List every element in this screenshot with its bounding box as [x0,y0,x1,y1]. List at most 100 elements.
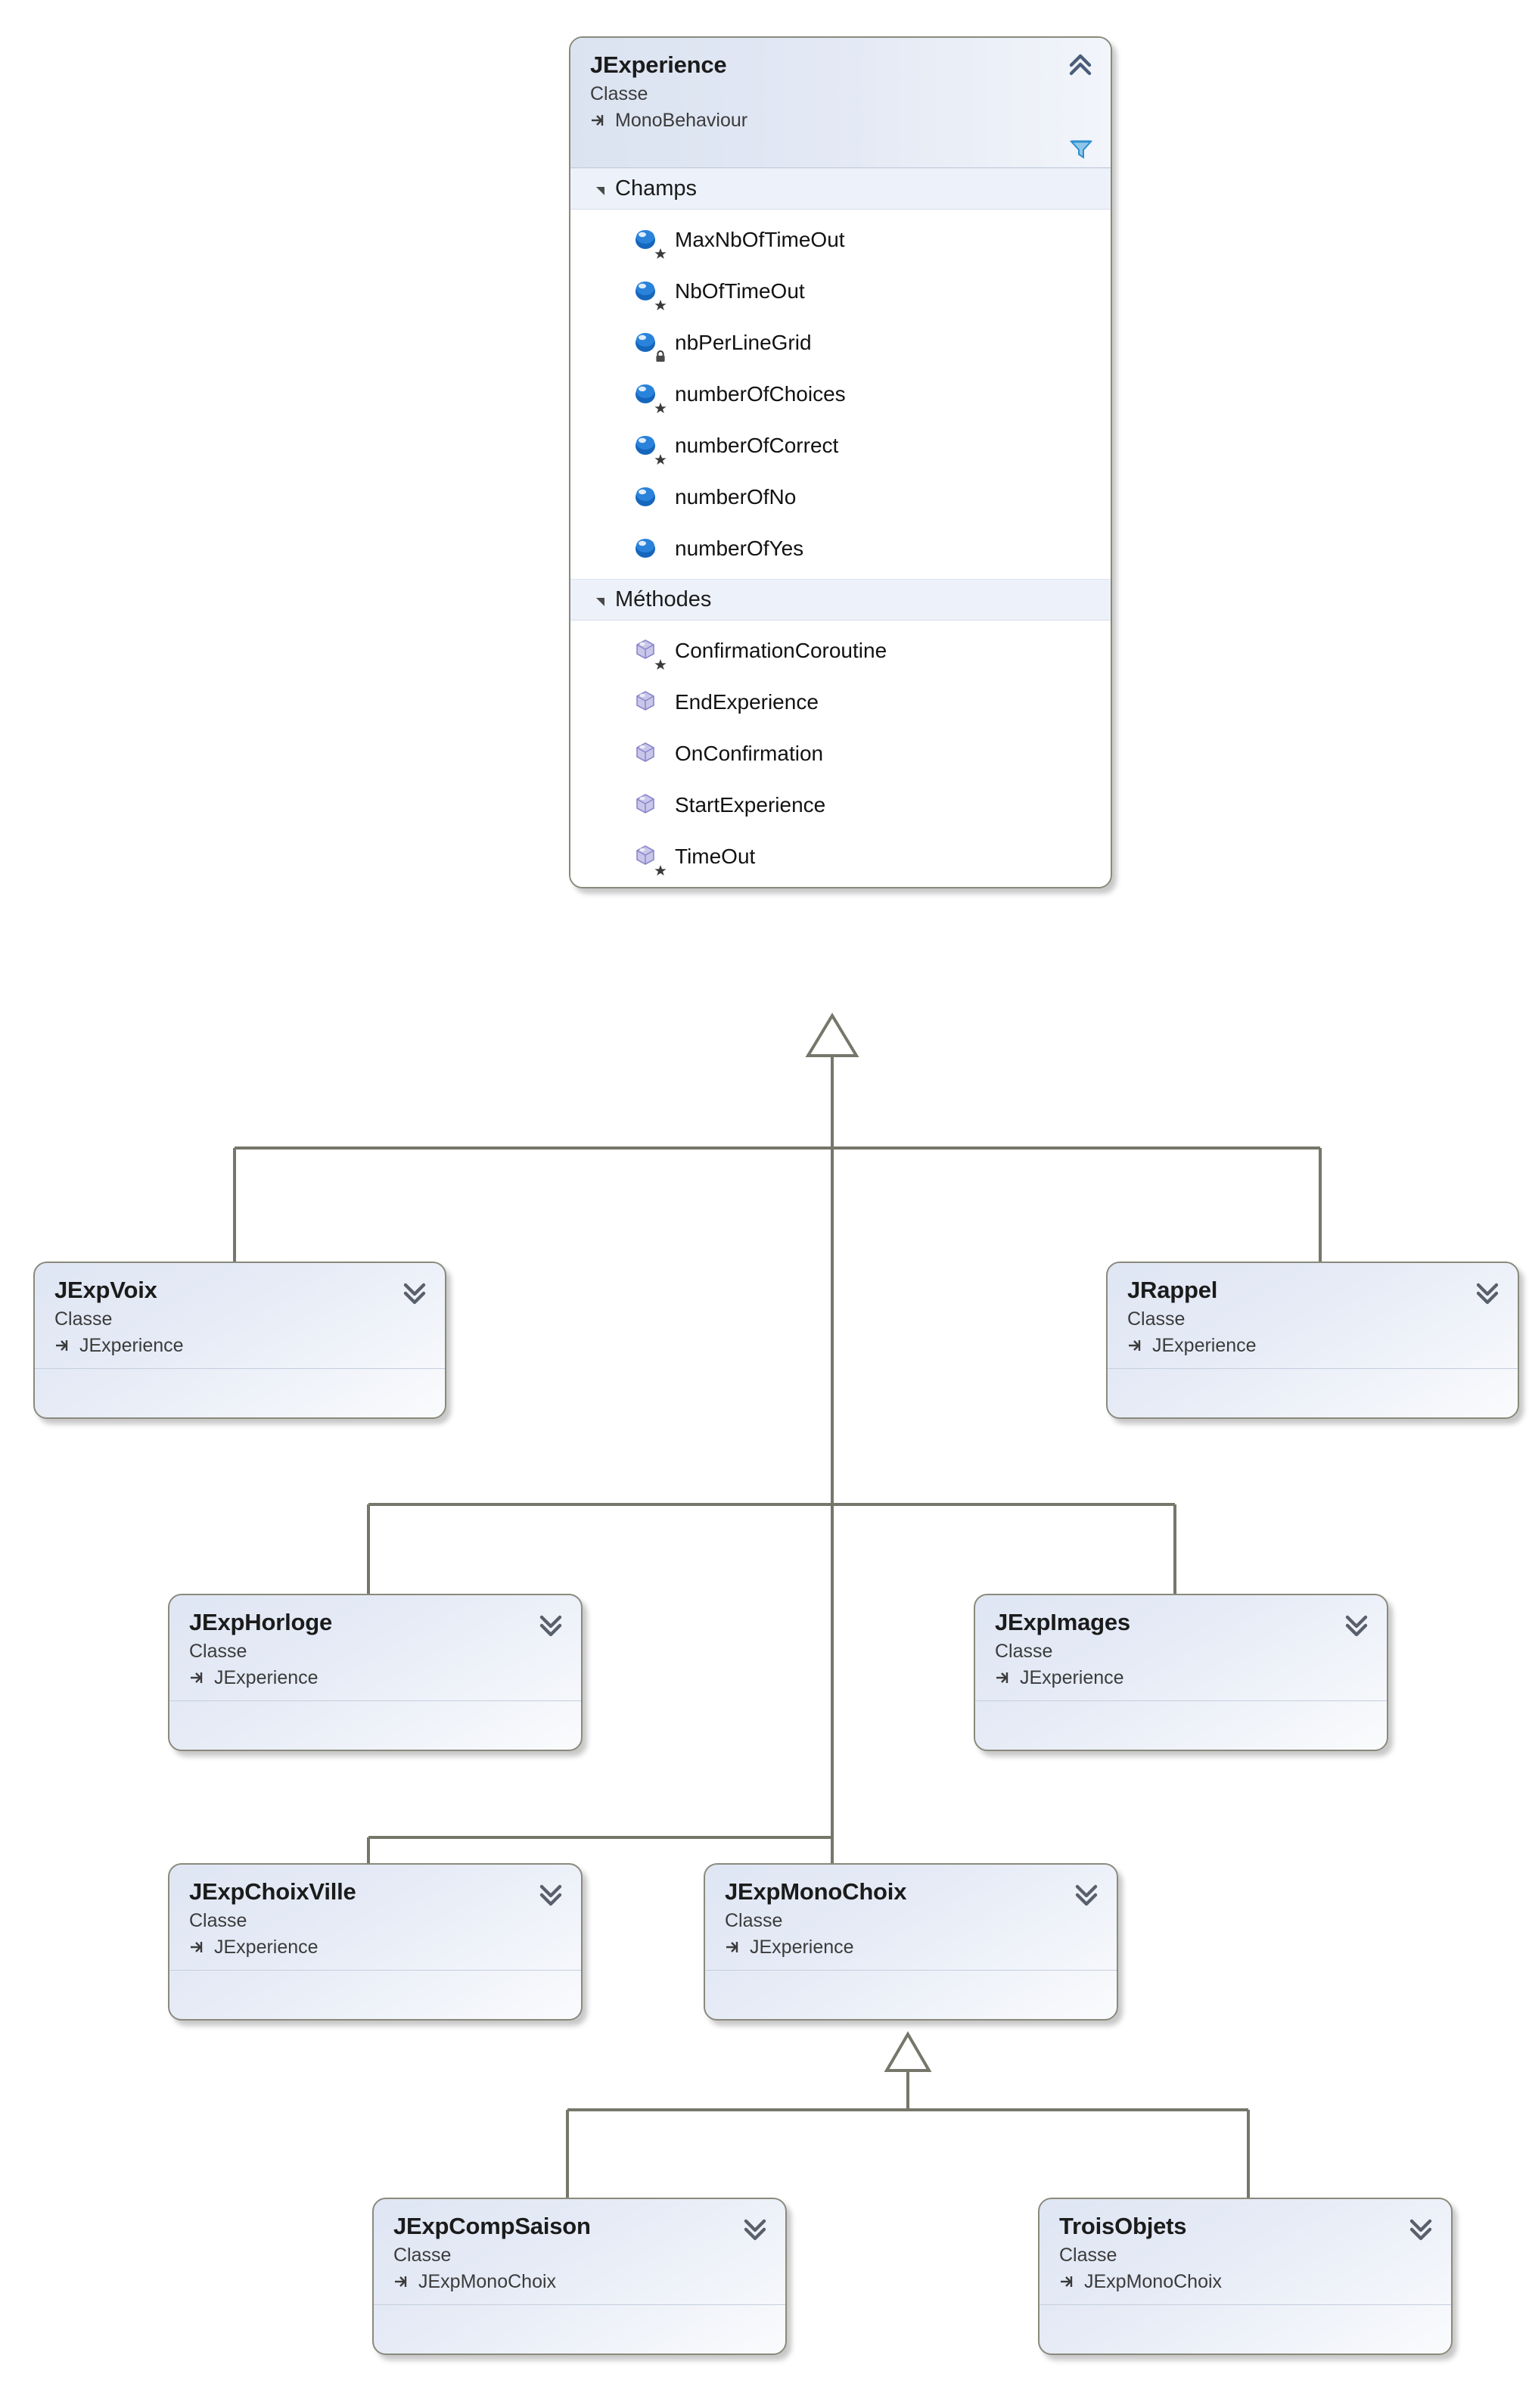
method-row[interactable]: TimeOut [570,831,1111,882]
field-row[interactable]: numberOfNo [570,471,1111,523]
class-header-jexpchoixville: JExpChoixVille Classe JExperience [169,1865,581,1971]
class-box-jexpimages[interactable]: JExpImages Classe JExperience [974,1594,1388,1751]
chevron-double-down-icon[interactable] [536,1607,566,1638]
method-list: ConfirmationCoroutine EndExperience [570,620,1111,887]
static-star-badge-icon [653,657,668,672]
class-base-row: MonoBehaviour [590,108,1091,133]
class-kind: Classe [725,1909,783,1931]
class-base-name: JExperience [214,1667,319,1689]
field-sphere-icon [632,277,667,310]
method-cube-icon [632,842,667,876]
class-title: JExpMonoChoix [725,1878,907,1905]
private-lock-badge-icon [653,349,668,364]
static-star-badge-icon [653,400,668,415]
field-row[interactable]: MaxNbOfTimeOut [570,214,1111,266]
field-name: numberOfCorrect [675,433,839,457]
inheritance-arrow-icon [1059,2273,1077,2291]
method-row[interactable]: OnConfirmation [570,728,1111,779]
chevron-double-down-icon[interactable] [1071,1877,1102,1907]
class-kind: Classe [1127,1308,1186,1330]
class-title: TroisObjets [1059,2213,1187,2239]
chevron-double-down-icon[interactable] [1406,2211,1436,2242]
class-base-name: MonoBehaviour [615,110,748,132]
inheritance-arrow-icon [725,1938,743,1956]
class-box-jexphorloge[interactable]: JExpHorloge Classe JExperience [168,1594,583,1751]
class-title: JExpChoixVille [189,1878,356,1905]
triangle-collapse-icon[interactable] [596,597,604,606]
class-header-jrappel: JRappel Classe JExperience [1108,1263,1518,1369]
field-row[interactable]: NbOfTimeOut [570,266,1111,317]
field-sphere-icon [632,483,661,512]
field-sphere-icon [632,534,661,563]
class-title: JExpCompSaison [393,2213,591,2239]
method-cube-icon [632,739,661,768]
section-title: Champs [615,176,697,201]
field-row[interactable]: numberOfYes [570,523,1111,574]
member-sections: Champs [570,167,1111,887]
chevron-double-down-icon[interactable] [399,1275,430,1305]
section-header-champs[interactable]: Champs [570,167,1111,210]
inheritance-arrow-icon [54,1336,73,1355]
field-list: MaxNbOfTimeOut [570,209,1111,579]
class-box-jexperience[interactable]: JExperience Classe MonoBehaviour [569,36,1112,888]
chevron-double-down-icon[interactable] [1472,1275,1503,1305]
chevron-double-up-icon[interactable] [1065,50,1095,80]
chevron-double-down-icon[interactable] [1341,1607,1372,1638]
class-title: JExpHorloge [189,1609,333,1635]
static-star-badge-icon [653,863,668,878]
method-name: OnConfirmation [675,741,824,765]
class-title: JExperience [590,51,727,78]
method-cube-icon [632,636,667,670]
field-name: MaxNbOfTimeOut [675,227,845,251]
inheritance-arrow-icon [995,1669,1013,1687]
filter-funnel-icon[interactable] [1068,136,1094,162]
class-header-jexperience: JExperience Classe MonoBehaviour [570,38,1111,168]
chevron-double-down-icon[interactable] [536,1877,566,1907]
class-base-row: JExperience [189,1935,561,1960]
class-box-jexpvoix[interactable]: JExpVoix Classe JExperience [33,1262,446,1419]
class-title: JExpImages [995,1609,1130,1635]
inheritance-arrow-icon [189,1938,207,1956]
method-row[interactable]: EndExperience [570,677,1111,728]
class-base-row: JExperience [189,1666,561,1691]
static-star-badge-icon [653,297,668,313]
class-kind: Classe [590,82,648,104]
class-base-row: JExperience [54,1333,425,1358]
method-row[interactable]: ConfirmationCoroutine [570,625,1111,677]
method-row[interactable]: StartExperience [570,779,1111,831]
field-row[interactable]: numberOfChoices [570,369,1111,420]
method-name: StartExperience [675,792,826,817]
inheritance-arrow-icon [1127,1336,1145,1355]
method-cube-icon [632,688,661,717]
class-box-troisobjets[interactable]: TroisObjets Classe JExpMonoChoix [1038,2198,1453,2355]
class-base-row: JExperience [1127,1333,1498,1358]
class-title: JExpVoix [54,1277,157,1303]
section-header-methodes[interactable]: Méthodes [570,578,1111,621]
class-base-name: JExpMonoChoix [418,2271,557,2293]
field-sphere-icon [632,226,667,259]
class-base-row: JExperience [725,1935,1097,1960]
class-header-jexphorloge: JExpHorloge Classe JExperience [169,1595,581,1701]
class-box-jexpmonochoix[interactable]: JExpMonoChoix Classe JExperience [704,1863,1118,2021]
class-base-name: JExperience [214,1937,319,1958]
chevron-double-down-icon[interactable] [740,2211,770,2242]
inheritance-arrow-icon [189,1669,207,1687]
triangle-collapse-icon[interactable] [596,186,604,195]
field-row[interactable]: nbPerLineGrid [570,317,1111,369]
field-name: numberOfNo [675,484,797,509]
class-box-jrappel[interactable]: JRappel Classe JExperience [1106,1262,1519,1419]
class-box-jexpcompsaison[interactable]: JExpCompSaison Classe JExpMonoChoix [372,2198,787,2355]
section-methodes: Méthodes [570,578,1111,887]
class-base-name: JExperience [750,1937,854,1958]
class-base-row: JExpMonoChoix [1059,2270,1431,2294]
class-header-troisobjets: TroisObjets Classe JExpMonoChoix [1040,2199,1451,2305]
class-box-jexpchoixville[interactable]: JExpChoixVille Classe JExperience [168,1863,583,2021]
static-star-badge-icon [653,246,668,261]
method-name: TimeOut [675,844,756,868]
field-row[interactable]: numberOfCorrect [570,420,1111,471]
class-header-jexpvoix: JExpVoix Classe JExperience [35,1263,445,1369]
class-base-name: JExperience [1152,1335,1257,1357]
inheritance-arrow-icon [590,111,608,129]
static-star-badge-icon [653,452,668,467]
